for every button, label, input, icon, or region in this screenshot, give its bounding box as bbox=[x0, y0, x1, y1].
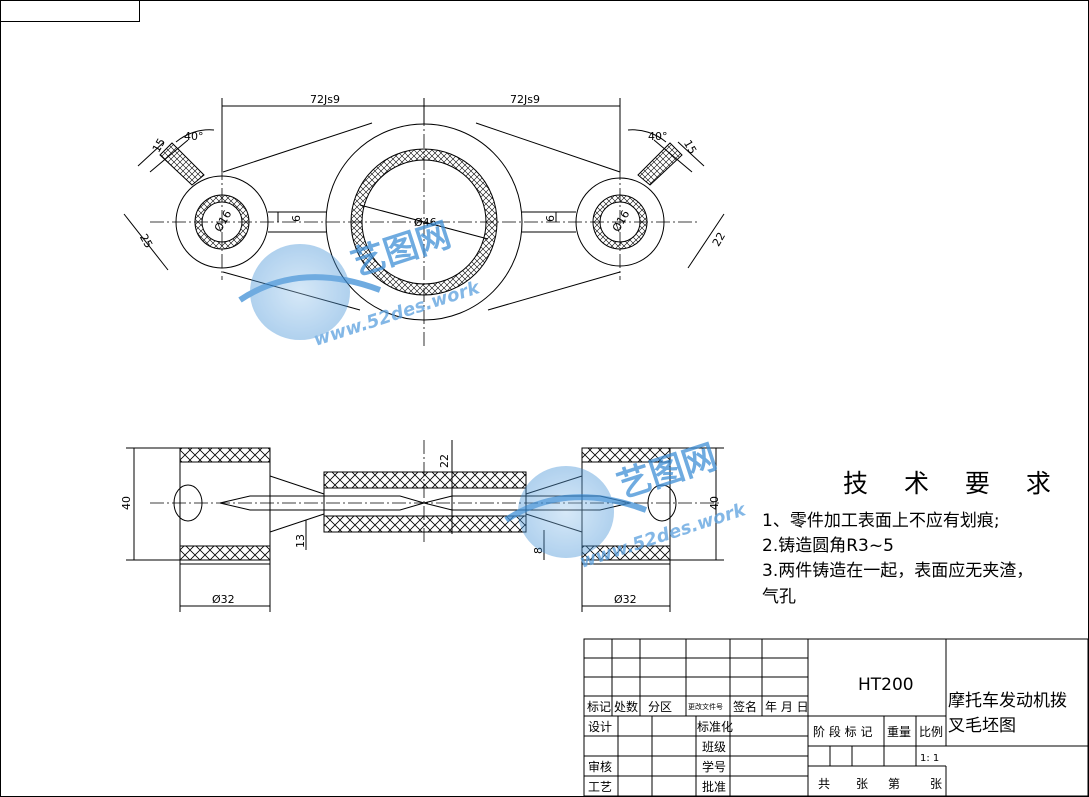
requirement-2: 2.铸造圆角R3~5 bbox=[762, 536, 894, 556]
dim-side-height-right: 40 bbox=[708, 496, 721, 510]
tb-zone: 分区 bbox=[648, 700, 672, 714]
watermark-brand-bottom: 艺图网 bbox=[612, 437, 721, 507]
tb-scale: 比例 bbox=[919, 725, 943, 739]
tb-date: 年 月 日 bbox=[765, 700, 809, 714]
tb-change-doc: 更改文件号 bbox=[688, 702, 723, 711]
requirement-3: 3.两件铸造在一起，表面应无夹渣， bbox=[762, 561, 1034, 581]
tb-weight: 重量 bbox=[887, 725, 911, 739]
dim-right-bore: Ø16 bbox=[610, 208, 633, 234]
requirement-3-cont: 气孔 bbox=[762, 587, 796, 607]
tb-standardize: 标准化 bbox=[697, 720, 733, 734]
front-view bbox=[126, 440, 724, 612]
tb-total: 共 bbox=[818, 777, 830, 791]
front-dim-text: 40 40 22 13 8 Ø32 Ø32 bbox=[120, 454, 721, 606]
title-block-text: 标记 处数 分区 更改文件号 签名 年 月 日 设计 标准化 班级 审核 学号 … bbox=[587, 675, 1067, 794]
tb-count: 处数 bbox=[614, 699, 638, 714]
dim-center-bore: Ø46 bbox=[414, 216, 437, 229]
requirements-title: 技 术 要 求 bbox=[843, 469, 1065, 498]
dim-right-web: 6 bbox=[544, 215, 557, 222]
tb-page: 第 bbox=[888, 777, 900, 791]
watermark-brand-top: 艺图网 bbox=[346, 215, 455, 285]
tb-mark: 标记 bbox=[587, 700, 611, 714]
dim-rib-right: 8 bbox=[532, 547, 545, 554]
dim-right-diag: 22 bbox=[710, 230, 728, 249]
title-block bbox=[583, 638, 1089, 797]
dim-left-bore: Ø16 bbox=[212, 208, 235, 234]
requirement-1: 1、零件加工表面上不应有划痕; bbox=[762, 511, 1000, 531]
dim-bottom-right-dia: Ø32 bbox=[614, 593, 637, 606]
tb-sign: 签名 bbox=[733, 699, 757, 714]
dim-side-height-left: 40 bbox=[120, 496, 133, 510]
tb-student-no: 学号 bbox=[702, 759, 726, 774]
top-view bbox=[123, 98, 725, 346]
tb-approve: 批准 bbox=[702, 779, 726, 794]
dim-top-left-span: 72Js9 bbox=[310, 93, 340, 106]
dim-left-web: 6 bbox=[290, 215, 303, 222]
tb-process: 工艺 bbox=[588, 780, 612, 794]
dim-bottom-left-dia: Ø32 bbox=[212, 593, 235, 606]
dim-right-slot-width: 15 bbox=[681, 138, 699, 157]
tb-drawing-name-2: 叉毛坯图 bbox=[948, 716, 1016, 736]
corner-box bbox=[0, 0, 140, 22]
dim-right-angle: 40° bbox=[648, 130, 668, 143]
tb-scale-value: 1: 1 bbox=[920, 753, 939, 764]
dim-left-slot-width: 15 bbox=[150, 136, 168, 155]
tb-design: 设计 bbox=[588, 720, 612, 734]
dim-left-diag: 25 bbox=[137, 232, 155, 251]
dim-center-height: 22 bbox=[438, 454, 451, 468]
tb-sheets: 张 bbox=[856, 777, 868, 791]
dim-top-right-span: 72Js9 bbox=[510, 93, 540, 106]
dim-left-angle: 40° bbox=[184, 130, 204, 143]
tb-class: 班级 bbox=[702, 740, 726, 754]
dim-rib-left: 13 bbox=[294, 534, 307, 548]
tb-material: HT200 bbox=[858, 675, 914, 695]
tb-review: 审核 bbox=[588, 759, 612, 774]
tb-drawing-name-1: 摩托车发动机拨 bbox=[948, 691, 1067, 711]
tb-sheet2: 张 bbox=[930, 777, 942, 791]
tb-stage-mark: 阶 段 标 记 bbox=[813, 724, 872, 739]
